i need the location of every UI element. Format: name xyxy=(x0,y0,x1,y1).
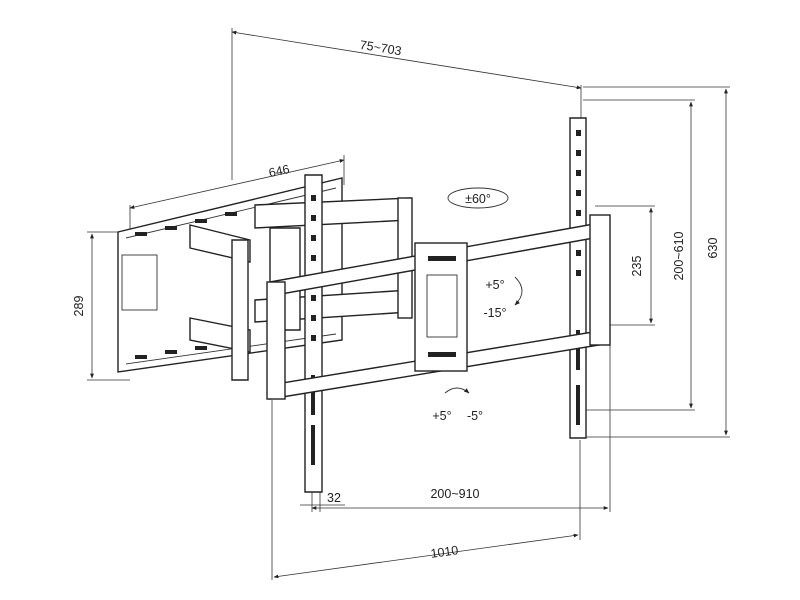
level-plus-label: +5° xyxy=(432,409,451,423)
tilt-up-label: +5° xyxy=(485,278,504,292)
dim-overall-height: 630 xyxy=(706,238,720,259)
dim-overall-width: 1010 xyxy=(430,543,460,561)
dim-plate-width: 646 xyxy=(268,162,291,180)
level-minus-label: -5° xyxy=(467,409,483,423)
tv-bracket xyxy=(266,117,611,493)
dim-vesa-height-inner: 235 xyxy=(630,256,644,277)
dim-vesa-width-range: 200~910 xyxy=(430,487,479,501)
dim-offset: 32 xyxy=(327,491,341,505)
dim-top-width: 75~703 xyxy=(359,38,403,58)
rotation-symbols xyxy=(444,187,523,394)
swivel-label: ±60° xyxy=(465,192,491,206)
dimension-lines xyxy=(87,28,730,580)
dim-wall-plate-height: 289 xyxy=(72,296,86,317)
tilt-down-label: -15° xyxy=(483,306,506,320)
dim-vesa-height-range: 200~610 xyxy=(672,231,686,280)
